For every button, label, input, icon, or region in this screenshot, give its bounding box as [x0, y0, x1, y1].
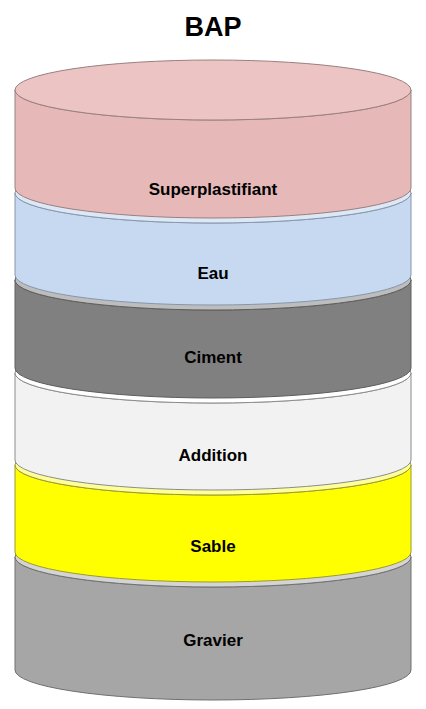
band-body	[15, 193, 411, 305]
band-top	[15, 60, 411, 120]
band-top	[15, 435, 411, 495]
band-top	[15, 527, 411, 587]
band-top	[15, 163, 411, 223]
band-top	[15, 250, 411, 310]
diagram-title: BAP	[0, 12, 426, 43]
band-label: Superplastifiant	[15, 180, 411, 200]
band-top	[15, 343, 411, 403]
band-label: Ciment	[15, 348, 411, 368]
band-label: Addition	[15, 446, 411, 466]
band-label: Gravier	[15, 631, 411, 651]
band-label: Eau	[15, 264, 411, 284]
cylinder-band: Superplastifiant	[15, 60, 411, 218]
band-label: Sable	[15, 537, 411, 557]
